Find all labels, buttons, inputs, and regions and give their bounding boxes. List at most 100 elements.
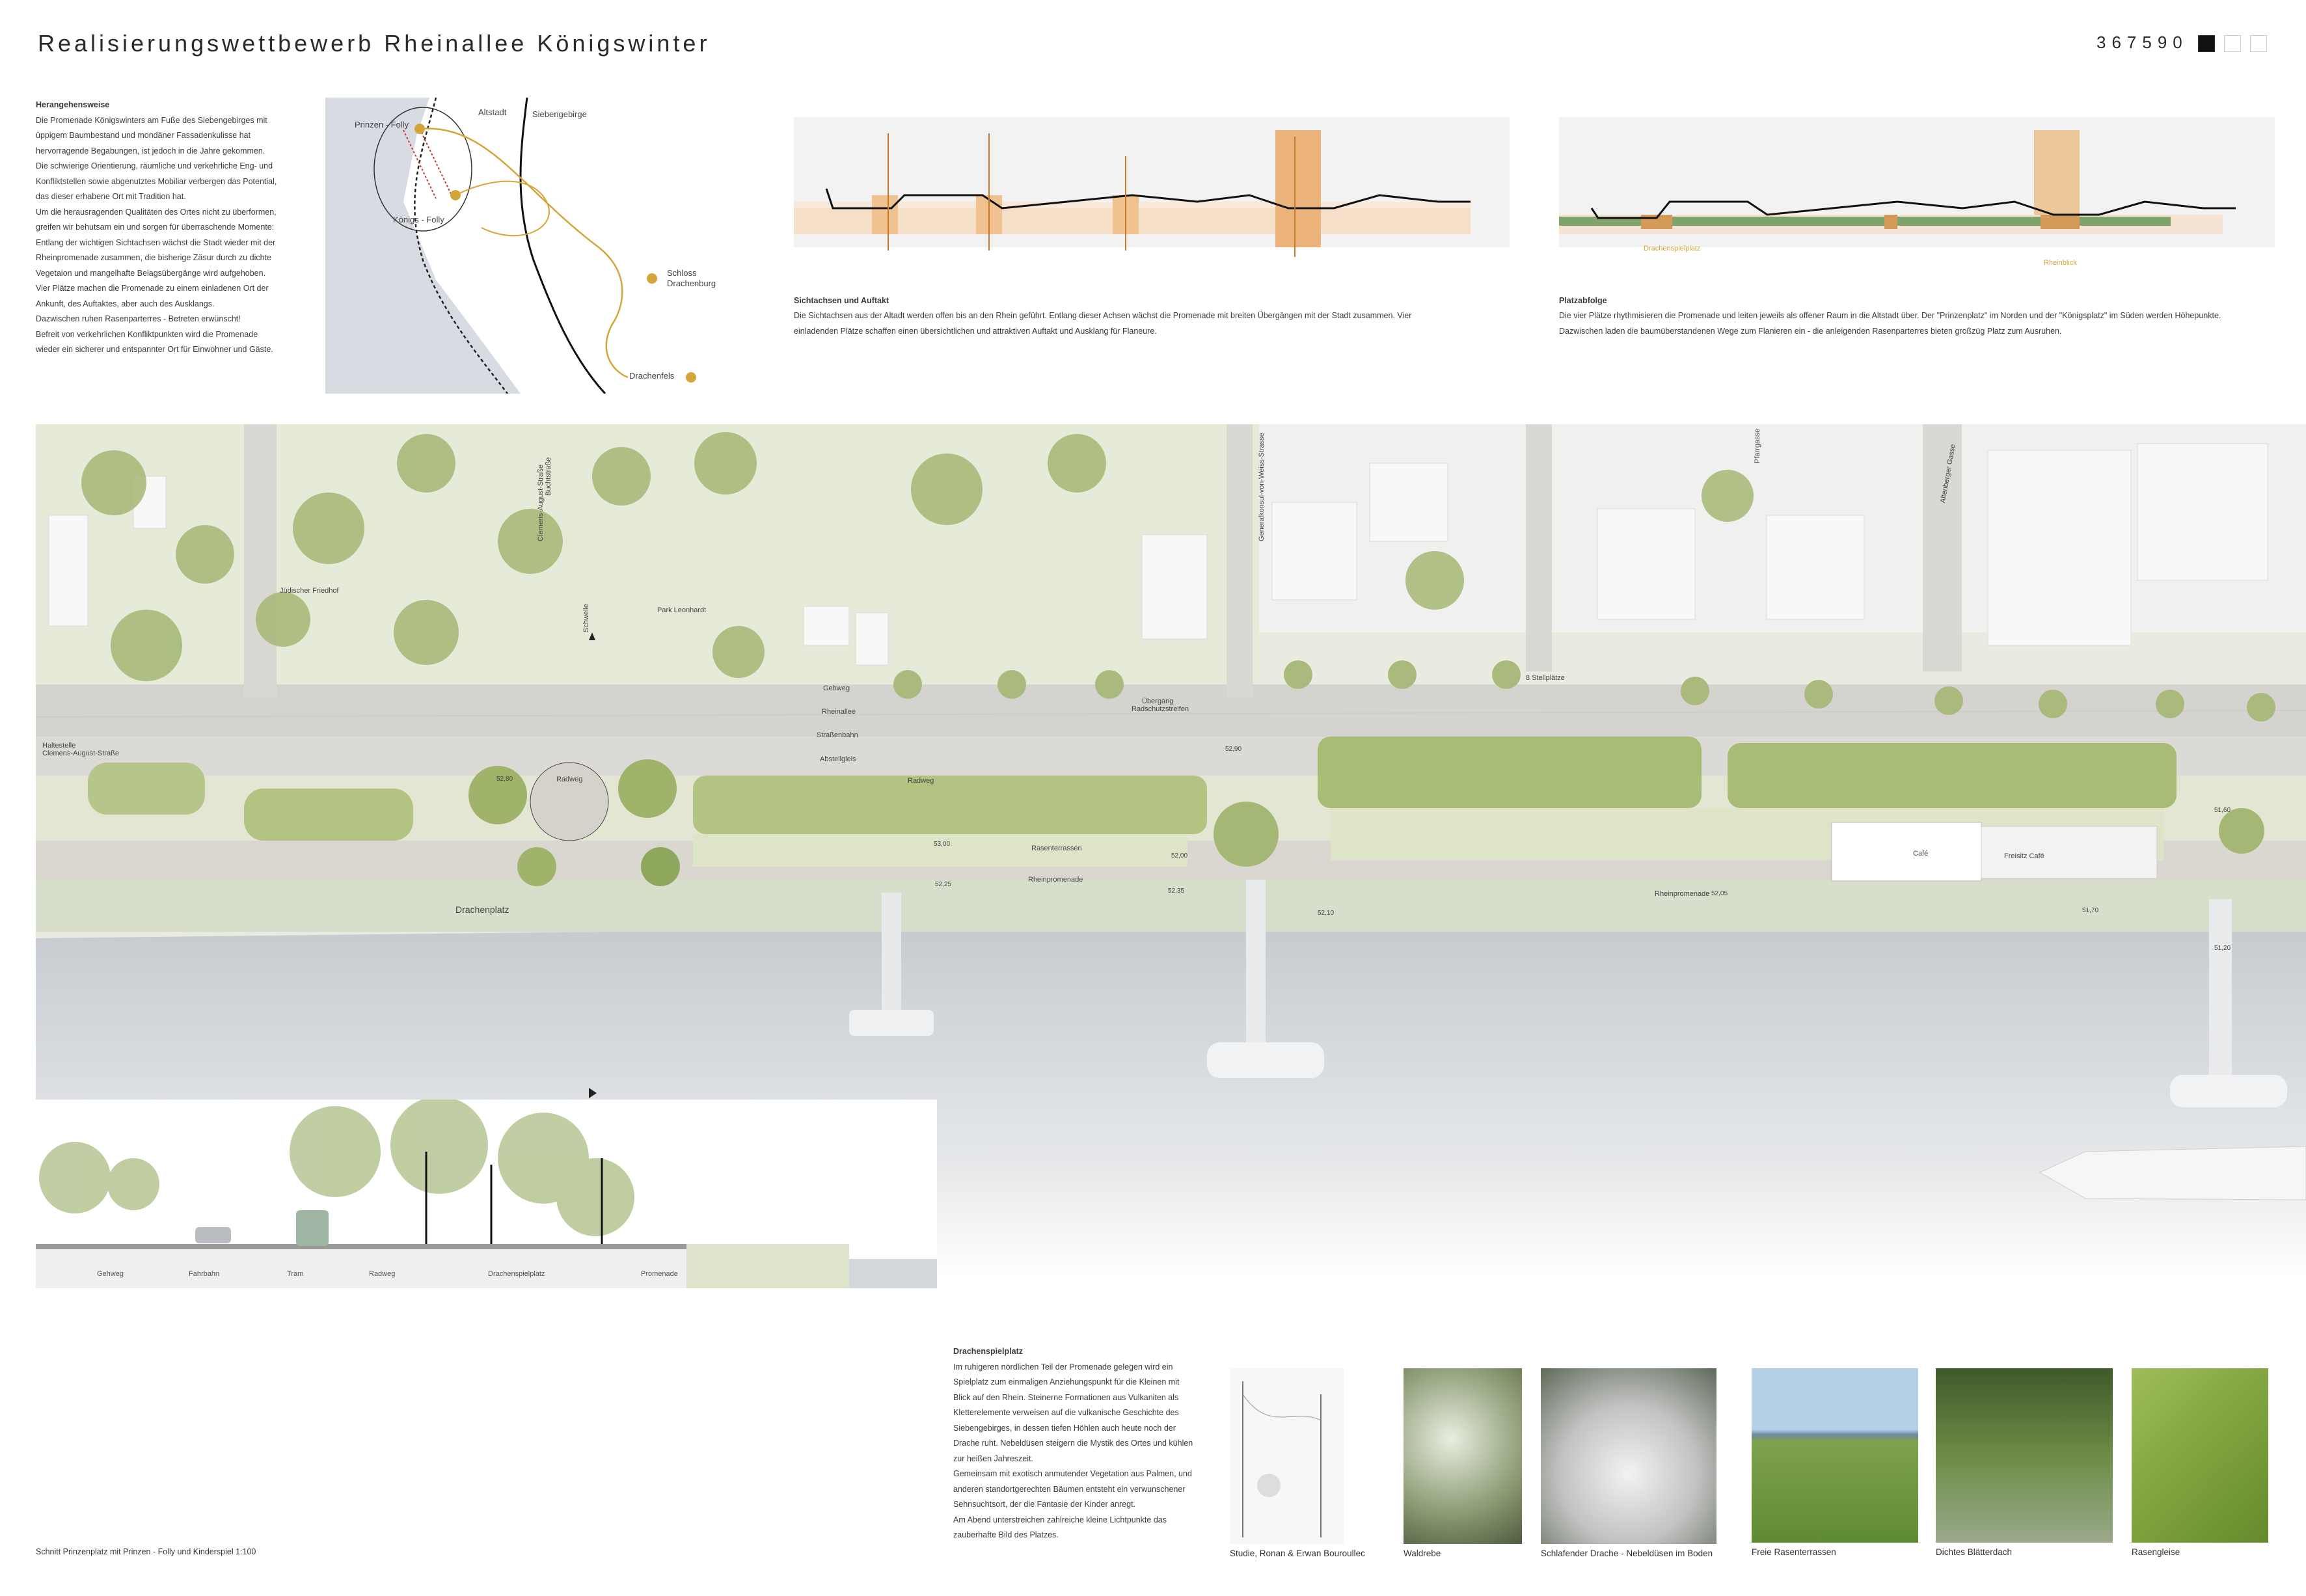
drachenspielplatz-line: Gemeinsam mit exotisch anmutender Vegeta…	[953, 1469, 1192, 1478]
label-schwelle: Schwelle	[582, 603, 590, 632]
elevation-4: 52,00	[1171, 852, 1188, 859]
section-label-gehweg: Gehweg	[97, 1270, 124, 1278]
diagram-sightlines-line: einladenden Plätze schaffen einen übersi…	[794, 327, 1157, 336]
label-radweg: Radweg	[556, 776, 583, 783]
intro-line: Vegetaion und mangelhafte Belagsübergäng…	[36, 268, 266, 278]
label-radschutzstreifen: Radschutzstreifen	[1132, 705, 1189, 713]
section-label-fahrbahn: Fahrbahn	[189, 1270, 220, 1278]
section-label-promenade: Promenade	[641, 1270, 678, 1278]
label-schloss: Schloss	[667, 268, 697, 278]
label-radweg-2: Radweg	[908, 777, 934, 785]
label-siebengebirge: Siebengebirge	[532, 109, 587, 119]
page-title: Realisierungswettbewerb Rheinallee König…	[38, 30, 711, 57]
elevation-6: 52,35	[1168, 887, 1185, 895]
label-cafe: Café	[1913, 850, 1929, 858]
intro-line: üppigem Baumbestand und mondäner Fassade…	[36, 131, 251, 140]
indicator-square-1	[2198, 35, 2215, 52]
entry-code: 367590	[2096, 33, 2188, 52]
label-rasenterrassen: Rasenterrassen	[1031, 845, 1082, 852]
label-rheinpromenade-2: Rheinpromenade	[1655, 890, 1710, 898]
photo-waldrebe	[1404, 1368, 1522, 1544]
intro-line: Entlang der wichtigen Sichtachsen wächst…	[36, 237, 276, 247]
drachenspielplatz-line: Siebengebirges, in dessen tiefen Höhlen …	[953, 1423, 1176, 1433]
intro-line: Vier Plätze machen die Promenade zu eine…	[36, 284, 269, 293]
section-label-drachenspielplatz: Drachenspielplatz	[488, 1270, 545, 1278]
photo-rasenterrassen	[1752, 1368, 1918, 1543]
intro-heading: Herangehensweise	[36, 100, 110, 109]
elevation-5: 52,25	[935, 881, 952, 888]
diagram-squares-line: Die vier Plätze rhythmisieren die Promen…	[1559, 311, 2221, 320]
drachenspielplatz-line: Kletterelemente verweisen auf die vulkan…	[953, 1408, 1179, 1417]
label-rheinallee: Rheinallee	[822, 708, 856, 716]
location-map: Prinzen - Folly Altstadt Siebengebirge K…	[325, 97, 716, 395]
label-freisitz-cafe: Freisitz Café	[2004, 852, 2044, 860]
elevation-10: 51,20	[2214, 945, 2231, 952]
intro-line: Um die herausragenden Qualitäten des Ort…	[36, 207, 277, 217]
caption-rasengleise: Rasengleise	[2132, 1547, 2180, 1557]
section-caption: Schnitt Prinzenplatz mit Prinzen - Folly…	[36, 1547, 256, 1556]
label-altstadt: Altstadt	[478, 107, 507, 117]
indicator-square-2	[2224, 35, 2241, 52]
diagram-squares-graphic	[1559, 117, 2275, 247]
intro-line: greifen wir behutsam ein und sorgen für …	[36, 223, 275, 232]
caption-nebelduesen: Schlafender Drache - Nebeldüsen im Boden	[1541, 1549, 1713, 1558]
label-drachenspielplatz-diagram: Drachenspielplatz	[1644, 245, 1701, 252]
label-stellplaetze: 8 Stellplätze	[1526, 674, 1565, 682]
label-generalkonsul-strasse: Generalkonsul-von-Weiss-Strasse	[1258, 433, 1266, 541]
intro-line: Rheinpromenade zusammen, die bisherige Z…	[36, 253, 271, 262]
photo-studie	[1230, 1368, 1344, 1544]
drachenspielplatz-line: Blick auf den Rhein. Steinerne Formation…	[953, 1392, 1179, 1402]
drachenspielplatz-line: Drache ruht. Nebeldüsen steigern die Mys…	[953, 1439, 1193, 1448]
elevation-3: 53,00	[934, 841, 951, 848]
diagram-sightlines-graphic	[794, 117, 1510, 257]
drachenspielplatz-line: zauberhafte Bild des Platzes.	[953, 1530, 1059, 1539]
elevation-1: 52,80	[496, 776, 513, 783]
intro-line: Konfliktstellen sowie abgenutztes Mobili…	[36, 176, 277, 186]
diagram-sightlines: Sichtachsen und Auftakt	[794, 117, 1510, 305]
intro-line: das dieser erhabene Ort mit Tradition ha…	[36, 192, 186, 201]
elevation-11: 51,60	[2214, 807, 2231, 814]
intro-line: wieder ein sicherer und entspannter Ort …	[36, 345, 273, 354]
label-haltestelle-name: Clemens-August-Straße	[42, 750, 119, 757]
label-koenigs-folly: Königs - Folly	[393, 215, 444, 224]
label-strassenbahn: Straßenbahn	[817, 731, 858, 739]
section-drawing: Gehweg Fahrbahn Tram Radweg Drachenspiel…	[36, 1096, 937, 1288]
diagram-sightlines-text: Die Sichtachsen aus der Altadt werden of…	[794, 308, 1523, 339]
label-rheinpromenade: Rheinpromenade	[1028, 876, 1083, 884]
label-park-leonhardt: Park Leonhardt	[657, 606, 707, 614]
photo-rasengleise	[2132, 1368, 2268, 1543]
diagram-squares-line: Dazwischen laden die baumüberstandenen W…	[1559, 327, 2062, 336]
elevation-7: 52,10	[1318, 910, 1335, 917]
label-abstellgleis: Abstellgleis	[820, 755, 856, 763]
label-drachenfels: Drachenfels	[629, 371, 675, 381]
label-buchtstrasse: Buchtstraße	[545, 457, 552, 496]
section-label-tram: Tram	[287, 1270, 304, 1278]
label-juedischer-friedhof: Jüdischer Friedhof	[280, 587, 339, 595]
diagram-squares: Drachenspielplatz Rheinblick Platzabfolg…	[1559, 117, 2275, 305]
drachenspielplatz-line: zur heißen Jahreszeit.	[953, 1454, 1033, 1463]
elevation-9: 51,70	[2082, 907, 2099, 914]
drachenspielplatz-title: Drachenspielplatz	[953, 1347, 1023, 1356]
intro-line: hervorragende Begabungen, ist jedoch in …	[36, 146, 265, 156]
photo-blaetterdach	[1936, 1368, 2113, 1543]
intro-line: Ankunft, des Auftaktes, aber auch des Au…	[36, 299, 215, 308]
section-label-radweg: Radweg	[369, 1270, 396, 1278]
caption-waldrebe: Waldrebe	[1404, 1549, 1441, 1558]
diagram-sightlines-line: Die Sichtachsen aus der Altadt werden of…	[794, 311, 1412, 320]
intro-line: Die schwierige Orientierung, räumliche u…	[36, 161, 273, 170]
intro-text: Herangehensweise Die Promenade Königswin…	[36, 98, 296, 358]
location-map-graphic	[325, 97, 696, 395]
label-prinzen-folly: Prinzen - Folly	[355, 120, 409, 129]
diagram-squares-text: Die vier Plätze rhythmisieren die Promen…	[1559, 308, 2301, 339]
drachenspielplatz-line: anderen standortgerechten Bäumen entsteh…	[953, 1484, 1186, 1494]
label-uebergang: Übergang	[1142, 697, 1174, 705]
drachenspielplatz-text: Drachenspielplatz Im ruhigeren nördliche…	[953, 1344, 1240, 1543]
elevation-2: 52,90	[1225, 746, 1242, 753]
label-haltestelle: Haltestelle	[42, 742, 76, 750]
drachenspielplatz-line: Im ruhigeren nördlichen Teil der Promena…	[953, 1362, 1173, 1372]
label-clemens-august-strasse: Clemens-August-Straße	[537, 465, 545, 541]
label-drachenburg: Drachenburg	[667, 278, 716, 288]
drachenspielplatz-line: Spielplatz zum einmaligen Anziehungspunk…	[953, 1377, 1180, 1386]
label-rheinblick: Rheinblick	[2044, 259, 2077, 267]
photo-nebelduesen	[1541, 1368, 1716, 1544]
